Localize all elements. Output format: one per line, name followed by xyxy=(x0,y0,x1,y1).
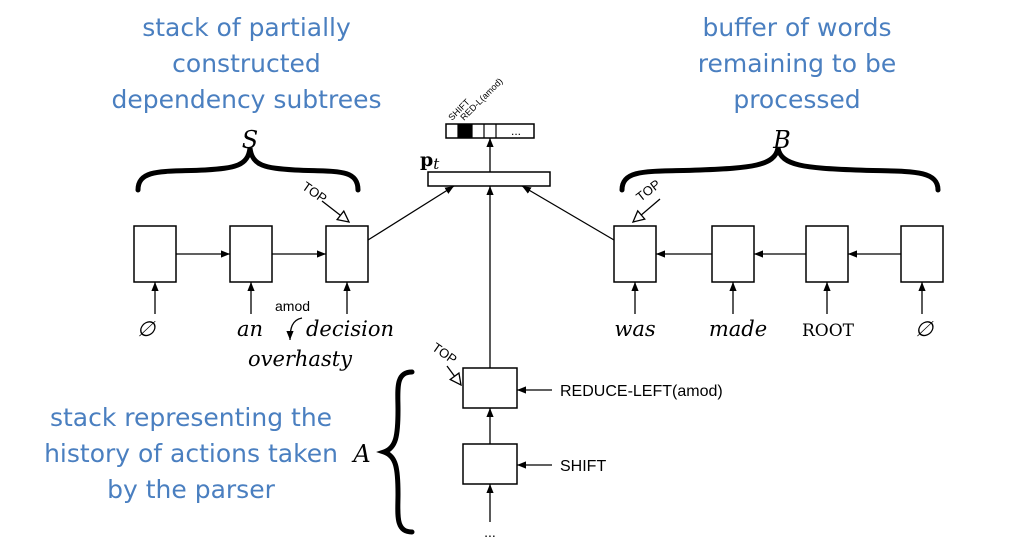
stack-brace xyxy=(135,147,361,193)
action-node-1 xyxy=(462,367,518,409)
buffer-to-hidden-arrow xyxy=(521,185,615,241)
amod-label: amod xyxy=(275,298,310,314)
amod-arc xyxy=(286,317,303,341)
history-caption-line-2: history of actions taken xyxy=(44,439,338,468)
history-caption-line-1: stack representing the xyxy=(49,403,333,432)
buffer-caption: buffer of words remaining to be processe… xyxy=(672,10,922,118)
stack-caption-line-2: constructed xyxy=(172,49,321,78)
action-label-1: REDUCE-LEFT(amod) xyxy=(560,383,723,400)
stack-top-pointer: TOP xyxy=(299,179,329,206)
action-top-pointer: TOP xyxy=(429,340,459,367)
stack-caption-line-3: dependency subtrees xyxy=(111,85,382,114)
buffer-word-1: was xyxy=(614,317,655,341)
buffer-word-3: ROOT xyxy=(802,321,855,341)
buffer-caption-line-1: buffer of words xyxy=(702,13,892,42)
history-caption: stack representing the history of action… xyxy=(30,400,352,508)
buffer-caption-line-2: remaining to be xyxy=(697,49,897,78)
stack-node-2 xyxy=(229,225,273,283)
stack-label: S xyxy=(242,126,258,154)
hidden-layer-label: pt xyxy=(420,149,440,173)
history-brace xyxy=(376,369,415,535)
svg-text:TOP: TOP xyxy=(429,340,459,367)
buffer-word-2: made xyxy=(709,317,767,341)
action-node-2 xyxy=(462,443,518,485)
stack-word-1: ∅ xyxy=(137,317,157,341)
buffer-top-arrow xyxy=(633,198,661,222)
stack-caption-line-1: stack of partially xyxy=(142,13,351,42)
stack-node-1 xyxy=(133,225,177,283)
history-caption-line-3: by the parser xyxy=(107,475,275,504)
buffer-brace xyxy=(619,147,941,193)
output-cell-selected xyxy=(458,124,472,138)
action-ellipsis: ... xyxy=(484,524,496,540)
history-label: A xyxy=(351,440,370,468)
buffer-node-1 xyxy=(613,225,657,283)
buffer-caption-line-3: processed xyxy=(733,85,861,114)
output-ellipsis: ... xyxy=(511,124,521,138)
buffer-node-4 xyxy=(900,225,944,283)
buffer-word-4: ∅ xyxy=(915,317,935,341)
stack-word-2: an xyxy=(237,317,263,341)
stack-word-3: decision xyxy=(306,317,394,341)
hidden-layer xyxy=(427,171,551,187)
stack-node-3 xyxy=(325,225,369,283)
stack-top-arrow xyxy=(321,200,349,222)
buffer-node-3 xyxy=(805,225,849,283)
svg-text:TOP: TOP xyxy=(299,179,329,206)
stack-to-hidden-arrow xyxy=(367,185,455,241)
action-label-2: SHIFT xyxy=(560,458,606,475)
buffer-node-2 xyxy=(711,225,755,283)
stack-caption: stack of partially constructed dependenc… xyxy=(104,10,389,118)
buffer-label: B xyxy=(772,126,791,154)
action-top-arrow xyxy=(446,365,461,385)
dependent-word: overhasty xyxy=(248,347,353,371)
